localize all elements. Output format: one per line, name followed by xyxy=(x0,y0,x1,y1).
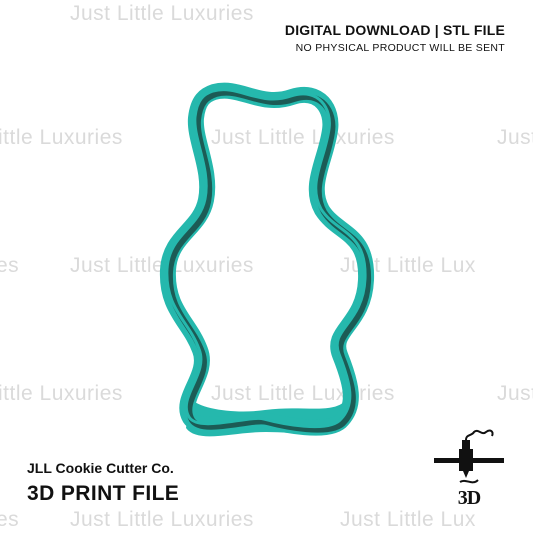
watermark-text: Just xyxy=(497,382,533,405)
watermark-text: ittle Luxuries xyxy=(0,126,123,149)
product-type: 3D PRINT FILE xyxy=(27,482,180,505)
download-notice: DIGITAL DOWNLOAD | STL FILE NO PHYSICAL … xyxy=(285,22,505,54)
watermark-text: es xyxy=(0,254,20,277)
watermark-text: es xyxy=(0,508,20,531)
watermark-text: Just Little Luxuries xyxy=(70,508,254,531)
notice-title: DIGITAL DOWNLOAD | STL FILE xyxy=(284,22,505,38)
3d-badge: 3D xyxy=(457,487,481,509)
watermark-text: Just Little Luxuries xyxy=(70,2,254,25)
3d-printer-icon xyxy=(434,429,504,484)
watermark-row: es Just Little Luxuries Just Little Lux xyxy=(0,508,533,533)
watermark-text: Just Little Lux xyxy=(340,508,476,531)
watermark-text: Just xyxy=(497,126,533,149)
watermark-text: Just Little Luxuries xyxy=(211,126,395,149)
watermark-row: ittle Luxuries Just Little Luxuries Just xyxy=(0,126,533,156)
watermark-text: ittle Luxuries xyxy=(0,382,123,405)
brand-block: JLL Cookie Cutter Co. 3D PRINT FILE xyxy=(27,460,179,506)
watermark-row: Just Little Luxuries xyxy=(0,2,533,32)
notice-subtitle: NO PHYSICAL PRODUCT WILL BE SENT xyxy=(295,42,505,54)
company-name: JLL Cookie Cutter Co. xyxy=(27,460,174,476)
